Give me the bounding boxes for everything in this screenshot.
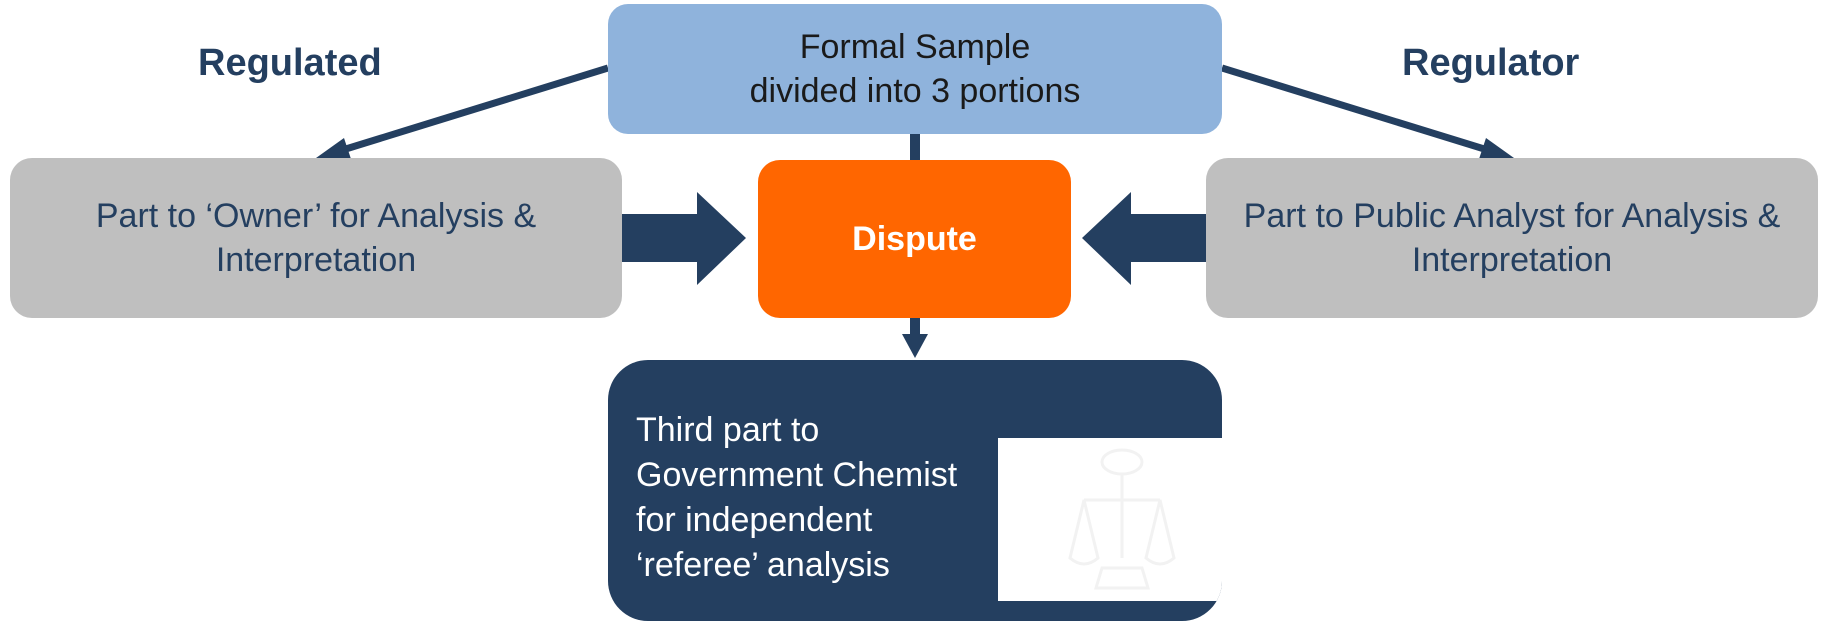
arrow-analyst-to-dispute xyxy=(1082,192,1206,285)
sample-line-1: Formal Sample xyxy=(799,28,1031,66)
label-regulated: Regulated xyxy=(198,42,382,84)
chemist-image-panel xyxy=(998,438,1222,601)
chemist-text: Third part to Government Chemist for ind… xyxy=(636,408,996,588)
arrow-sample-to-owner xyxy=(316,64,610,162)
label-regulator: Regulator xyxy=(1402,42,1580,84)
node-dispute: Dispute xyxy=(758,160,1071,318)
sample-line-2: divided into 3 portions xyxy=(749,72,1081,110)
node-formal-sample: Formal Sample divided into 3 portions xyxy=(608,4,1222,134)
chemist-line-2: Government Chemist xyxy=(636,456,958,494)
arrow-sample-to-analyst xyxy=(1220,64,1514,162)
node-owner-part: Part to ‘Owner’ for Analysis & Interpret… xyxy=(10,158,622,318)
chemist-line-1: Third part to xyxy=(636,411,820,449)
referee-scales-icon xyxy=(1068,448,1176,590)
owner-text: Part to ‘Owner’ for Analysis & Interpret… xyxy=(95,197,537,279)
arrow-dispute-to-chemist xyxy=(902,318,928,358)
chemist-line-3: for independent xyxy=(636,501,873,539)
node-public-analyst-part: Part to Public Analyst for Analysis & In… xyxy=(1206,158,1818,318)
node-government-chemist: Third part to Government Chemist for ind… xyxy=(608,360,1222,621)
arrow-owner-to-dispute xyxy=(622,192,746,285)
chemist-line-4: ‘referee’ analysis xyxy=(636,546,890,584)
analyst-text: Part to Public Analyst for Analysis & In… xyxy=(1243,197,1781,279)
dispute-text: Dispute xyxy=(852,219,977,258)
